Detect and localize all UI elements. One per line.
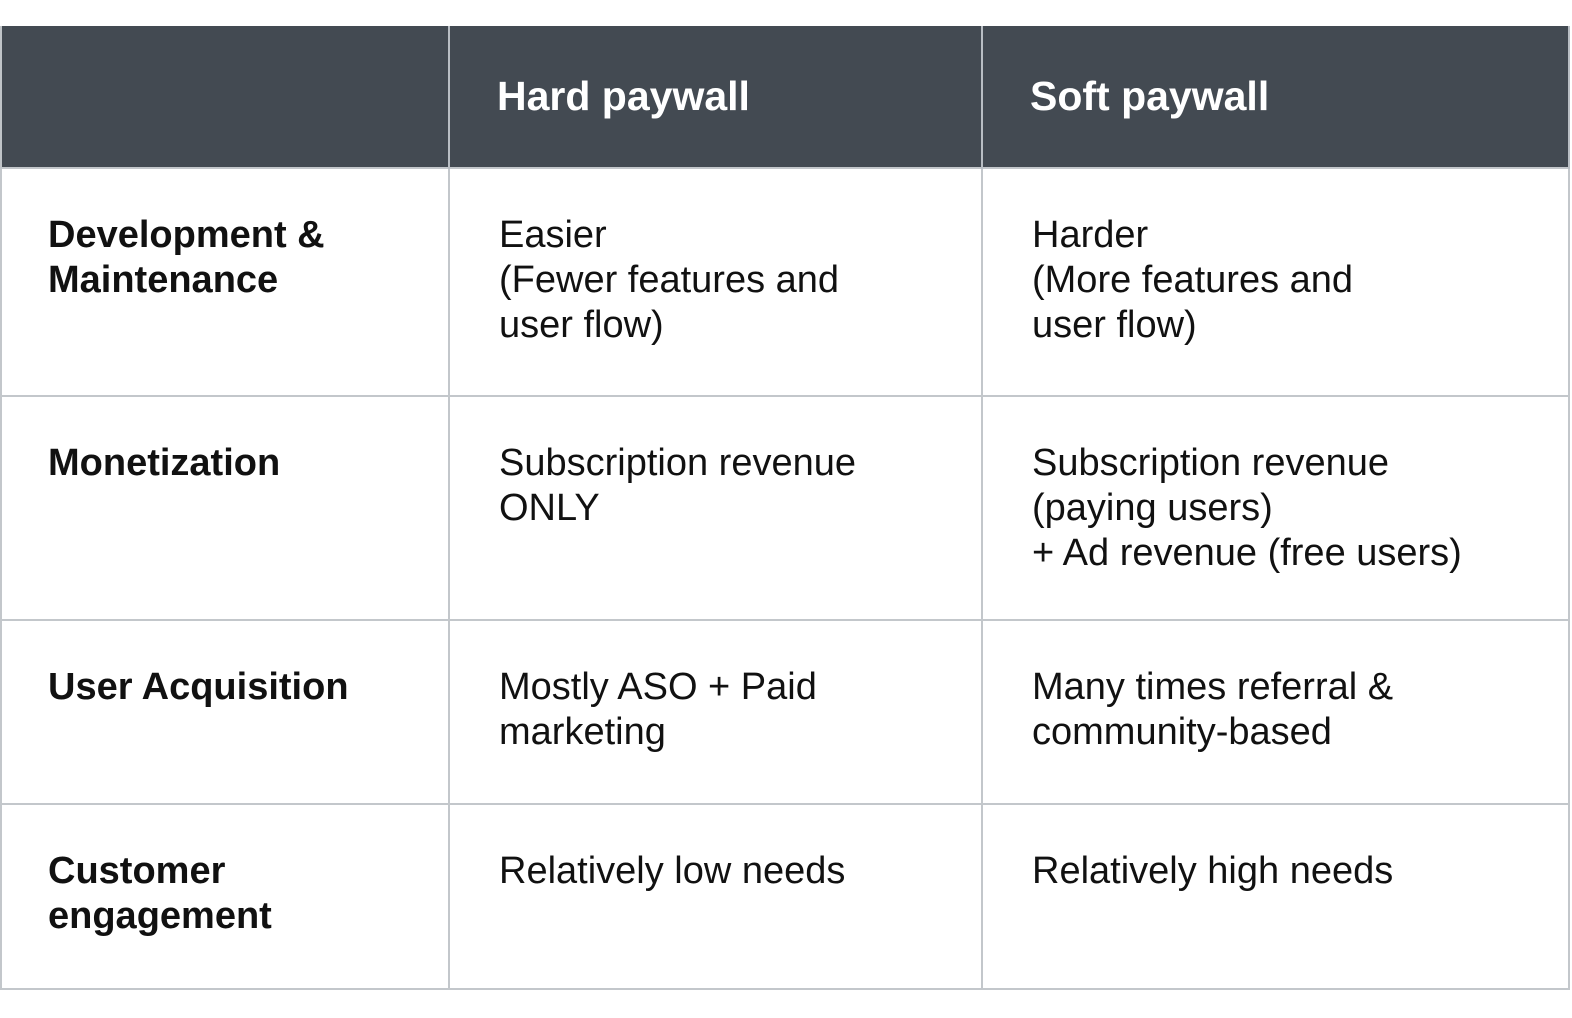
table-row: User Acquisition Mostly ASO + Paid marke… bbox=[0, 619, 1570, 805]
cell-soft-monetization: Subscription revenue (paying users) + Ad… bbox=[981, 395, 1570, 621]
cell-soft-user-acquisition: Many times referral & community-based bbox=[981, 619, 1570, 805]
cell-soft-development: Harder (More features and user flow) bbox=[981, 167, 1570, 397]
cell-hard-user-acquisition: Mostly ASO + Paid marketing bbox=[448, 619, 983, 805]
cell-hard-customer-engagement: Relatively low needs bbox=[448, 803, 983, 990]
table-row: Monetization Subscription revenue ONLY S… bbox=[0, 395, 1570, 621]
row-label-user-acquisition: User Acquisition bbox=[0, 619, 450, 805]
row-label-monetization: Monetization bbox=[0, 395, 450, 621]
header-soft-paywall: Soft paywall bbox=[981, 26, 1570, 168]
cell-hard-development: Easier (Fewer features and user flow) bbox=[448, 167, 983, 397]
cell-soft-customer-engagement: Relatively high needs bbox=[981, 803, 1570, 990]
table-row: Customer engagement Relatively low needs… bbox=[0, 803, 1570, 990]
cell-hard-monetization: Subscription revenue ONLY bbox=[448, 395, 983, 621]
row-label-development: Development & Maintenance bbox=[0, 167, 450, 397]
header-row: Hard paywall Soft paywall bbox=[0, 26, 1570, 168]
row-label-customer-engagement: Customer engagement bbox=[0, 803, 450, 990]
paywall-comparison-table: Hard paywall Soft paywall Development & … bbox=[0, 26, 1570, 990]
header-hard-paywall: Hard paywall bbox=[448, 26, 983, 168]
table-row: Development & Maintenance Easier (Fewer … bbox=[0, 167, 1570, 397]
header-empty-cell bbox=[0, 26, 450, 168]
